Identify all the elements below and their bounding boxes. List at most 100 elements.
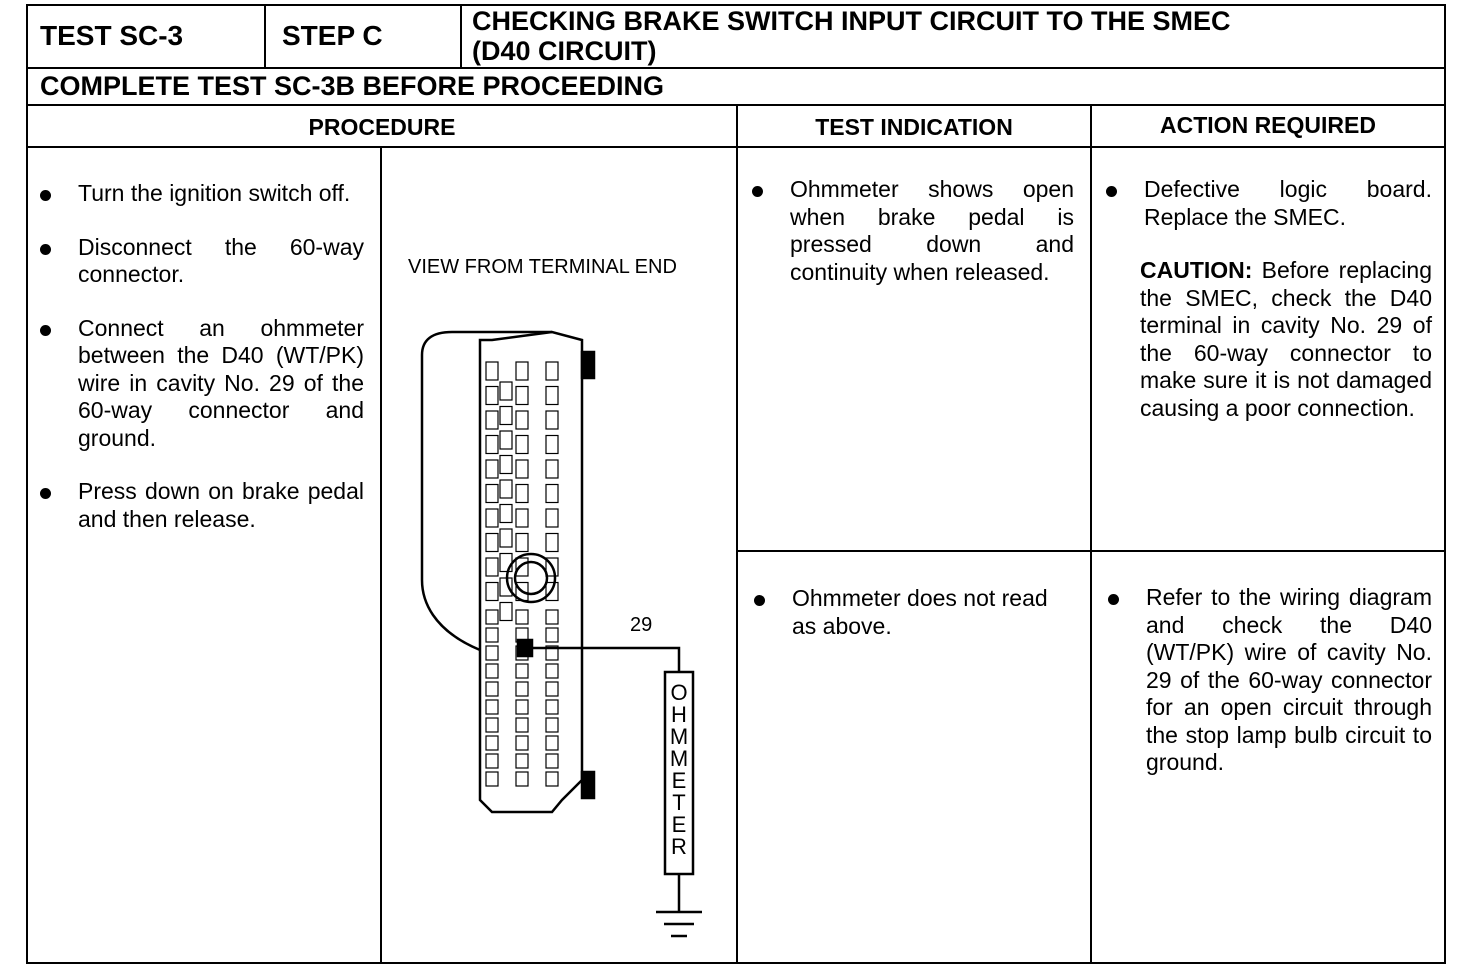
meter-letter: R bbox=[671, 834, 687, 859]
terminal-cavity bbox=[485, 581, 499, 602]
terminal-cavity bbox=[545, 645, 559, 661]
terminal-cavity bbox=[485, 663, 499, 679]
connector-center-post-inner bbox=[513, 560, 549, 596]
action-row-2: Refer to the wiring diagram and check th… bbox=[1102, 584, 1432, 803]
terminal-cavity bbox=[545, 459, 559, 479]
terminal-cavity bbox=[485, 699, 499, 715]
terminal-cavity bbox=[485, 483, 499, 504]
indication-text: Ohmmeter shows open when brake pedal is … bbox=[746, 176, 1074, 286]
terminal-cavity bbox=[545, 581, 559, 602]
terminal-cavity bbox=[515, 508, 529, 528]
terminal-cavity bbox=[485, 627, 499, 643]
terminal-cavity bbox=[499, 577, 513, 597]
procedure-steps: Turn the ignition switch off. Disconnect… bbox=[34, 180, 364, 559]
test-id: TEST SC-3 bbox=[40, 20, 184, 51]
prerequisite-note: COMPLETE TEST SC-3B BEFORE PROCEEDING bbox=[40, 71, 665, 101]
terminal-cavity bbox=[515, 410, 529, 430]
terminal-cavity bbox=[499, 503, 513, 524]
terminal-cavity bbox=[545, 361, 559, 381]
action-text: Refer to the wiring diagram and check th… bbox=[1102, 584, 1432, 777]
terminal-cavity bbox=[499, 381, 513, 401]
terminal-cavity bbox=[499, 405, 513, 426]
terminal-cavity bbox=[499, 601, 513, 622]
terminal-cavity bbox=[515, 681, 529, 697]
terminal-cavity bbox=[545, 508, 559, 528]
terminal-cavity bbox=[485, 459, 499, 479]
terminal-cavity bbox=[515, 735, 529, 751]
terminal-cavity bbox=[485, 434, 499, 455]
terminal-cavity bbox=[545, 699, 559, 715]
indication-text: Ohmmeter does not read as above. bbox=[748, 585, 1076, 640]
connector-shell-loop bbox=[420, 330, 552, 652]
terminal-cavity bbox=[485, 609, 499, 625]
caution-note: CAUTION: Before replacing the SMEC, chec… bbox=[1100, 257, 1432, 422]
ohmmeter-label: O H M M E T E R bbox=[666, 682, 692, 858]
terminal-cavity bbox=[545, 717, 559, 733]
terminal-cavity bbox=[499, 552, 513, 573]
meter-letter: O bbox=[670, 680, 688, 705]
terminal-cavity bbox=[545, 434, 559, 455]
terminal-cavity bbox=[485, 771, 499, 787]
terminal-cavity bbox=[485, 361, 499, 381]
procedure-step: Turn the ignition switch off. bbox=[34, 180, 364, 208]
connector-latch-bottom bbox=[580, 770, 596, 800]
terminal-cavity bbox=[545, 627, 559, 643]
meter-letter: T bbox=[672, 790, 686, 815]
terminal-cavity bbox=[485, 385, 499, 406]
title-line-2: (D40 CIRCUIT) bbox=[472, 36, 657, 66]
title-line-1: CHECKING BRAKE SWITCH INPUT CIRCUIT TO T… bbox=[472, 6, 1231, 36]
meter-letter: H bbox=[671, 702, 687, 727]
terminal-cavity bbox=[545, 385, 559, 406]
test-indication-header: TEST INDICATION bbox=[815, 114, 1013, 140]
terminal-cavity bbox=[545, 532, 559, 553]
terminal-cavity bbox=[515, 459, 529, 479]
terminal-cavity bbox=[485, 532, 499, 553]
view-label: VIEW FROM TERMINAL END bbox=[408, 256, 677, 278]
terminal-cavity bbox=[515, 609, 529, 625]
terminal-cavity bbox=[545, 681, 559, 697]
terminal-cavity bbox=[545, 410, 559, 430]
terminal-cavity bbox=[515, 753, 529, 769]
indication-row-1: Ohmmeter shows open when brake pedal is … bbox=[746, 176, 1074, 312]
terminal-cavity bbox=[515, 663, 529, 679]
terminal-cavity bbox=[485, 410, 499, 430]
terminal-cavity bbox=[499, 528, 513, 548]
terminal-cavity bbox=[485, 508, 499, 528]
step-label: STEP C bbox=[282, 20, 383, 51]
terminal-cavity bbox=[485, 753, 499, 769]
terminal-cavity bbox=[515, 385, 529, 406]
terminal-cavity bbox=[515, 434, 529, 455]
terminal-cavity bbox=[515, 699, 529, 715]
terminal-cavity bbox=[485, 735, 499, 751]
cavity-29-marker bbox=[516, 638, 534, 658]
terminal-cavity bbox=[499, 430, 513, 450]
terminal-cavity bbox=[485, 681, 499, 697]
terminal-cavity bbox=[485, 645, 499, 661]
meter-letter: M bbox=[669, 724, 689, 749]
meter-letter: M bbox=[669, 746, 689, 771]
page-title: CHECKING BRAKE SWITCH INPUT CIRCUIT TO T… bbox=[472, 6, 1231, 66]
terminal-cavity bbox=[515, 717, 529, 733]
terminal-cavity bbox=[545, 753, 559, 769]
terminal-cavity bbox=[499, 454, 513, 475]
terminal-cavity bbox=[515, 532, 529, 553]
wire-label: 29 bbox=[630, 614, 653, 636]
connector-diagram bbox=[420, 330, 702, 938]
terminal-cavity bbox=[545, 771, 559, 787]
procedure-step: Disconnect the 60-way connector. bbox=[34, 234, 364, 289]
connector-latch-top bbox=[580, 350, 596, 380]
terminal-cavity bbox=[515, 771, 529, 787]
action-required-header: ACTION REQUIRED bbox=[1160, 112, 1376, 138]
terminal-cavity bbox=[545, 735, 559, 751]
terminal-cavity bbox=[499, 479, 513, 499]
procedure-header: PROCEDURE bbox=[308, 114, 456, 140]
ohmmeter-wire bbox=[532, 646, 681, 672]
procedure-step: Connect an ohmmeter between the D40 (WT/… bbox=[34, 315, 364, 453]
connector-body bbox=[478, 330, 584, 814]
caution-text: Before replacing the SMEC, check the D40… bbox=[1140, 257, 1432, 421]
terminal-cavity bbox=[485, 717, 499, 733]
terminal-cavity bbox=[515, 557, 529, 577]
action-text: Defective logic board. Replace the SMEC. bbox=[1100, 176, 1432, 231]
terminal-cavity bbox=[545, 609, 559, 625]
terminal-cavity bbox=[545, 663, 559, 679]
